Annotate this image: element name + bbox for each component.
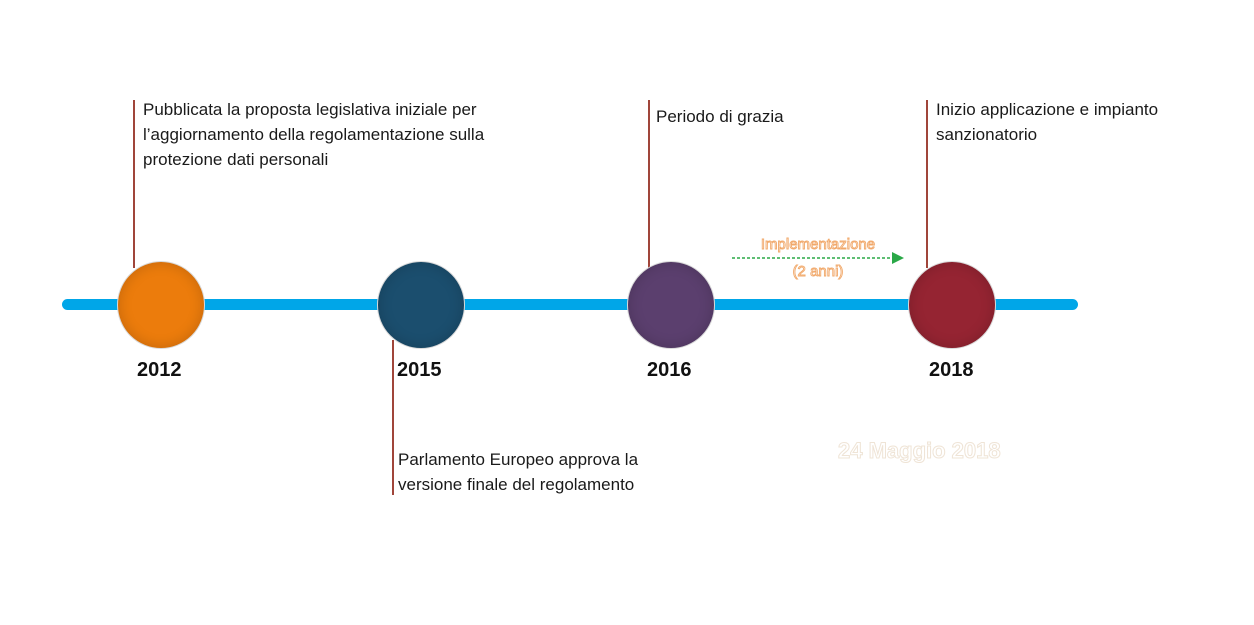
year-label-2012: 2012 — [137, 359, 182, 381]
milestone-node-2015 — [377, 261, 465, 349]
milestone-node-2018 — [908, 261, 996, 349]
connector-2018 — [926, 100, 928, 268]
connector-2015 — [392, 340, 394, 495]
timeline-axis — [62, 299, 1078, 310]
connector-2016 — [648, 100, 650, 268]
year-label-2015: 2015 — [397, 359, 442, 381]
date-note: 24 Maggio 2018 — [838, 438, 1002, 464]
year-label-2018: 2018 — [929, 359, 974, 381]
description-2015: Parlamento Europeo approva la versione f… — [398, 450, 639, 494]
implementation-duration: (2 anni) — [792, 263, 844, 281]
milestone-node-2012 — [117, 261, 205, 349]
implementation-arrow — [732, 252, 904, 264]
implementation-label: Implementazione — [760, 236, 876, 254]
milestone-node-2016 — [627, 261, 715, 349]
description-2016: Periodo di grazia — [656, 107, 784, 126]
description-2018: Inizio applicazione e impianto sanzionat… — [936, 100, 1159, 144]
year-label-2016: 2016 — [647, 359, 692, 381]
description-2012: Pubblicata la proposta legislativa inizi… — [143, 100, 485, 169]
connector-2012 — [133, 100, 135, 268]
